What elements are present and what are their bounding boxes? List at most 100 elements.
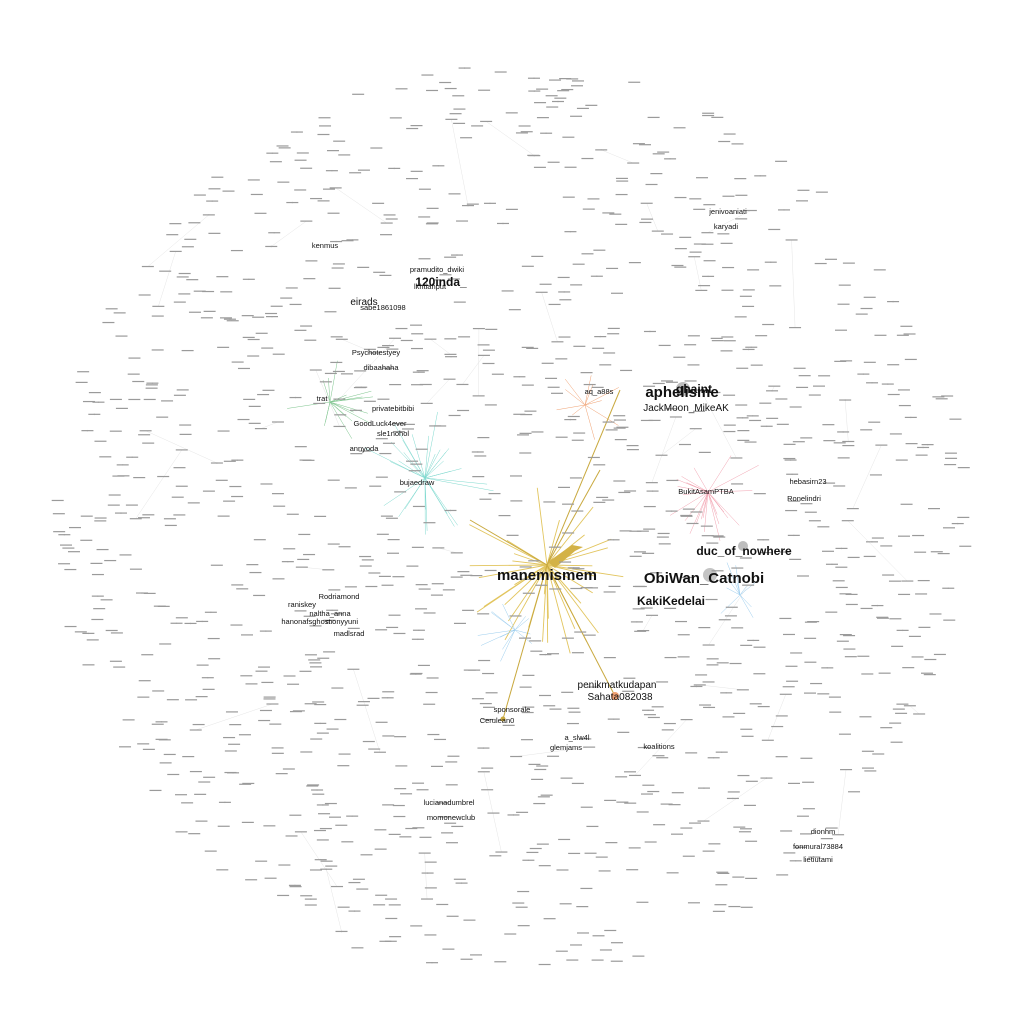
tiny-node-label — [711, 570, 724, 572]
tiny-node-label — [657, 532, 670, 535]
background-edge — [516, 746, 590, 757]
tiny-node-label — [868, 421, 881, 423]
tiny-node-label — [875, 444, 888, 446]
tiny-node-label — [352, 93, 365, 95]
tiny-node-label — [822, 424, 835, 426]
tiny-node-label — [783, 852, 796, 854]
background-edge — [135, 449, 182, 519]
tiny-node-label — [226, 320, 239, 322]
tiny-node-label — [941, 395, 954, 397]
tiny-node-label — [421, 872, 434, 874]
tiny-node-label — [640, 793, 653, 795]
tiny-node-label — [142, 748, 155, 750]
tiny-node-label — [104, 559, 117, 562]
tiny-node-label — [871, 537, 884, 539]
tiny-node-label — [265, 312, 278, 315]
tiny-node-label — [572, 263, 585, 265]
tiny-node-label — [385, 917, 398, 920]
tiny-node-label — [430, 765, 443, 768]
tiny-node-label — [695, 674, 708, 676]
tiny-node-label — [350, 453, 363, 455]
tiny-node-label — [335, 824, 348, 826]
tiny-node-label — [482, 362, 495, 365]
tiny-node-label — [629, 530, 642, 532]
tiny-node-label — [731, 627, 744, 629]
tiny-node-label — [837, 303, 850, 305]
label-kakikedelai: KakiKedelai — [637, 594, 705, 608]
tiny-node-label — [747, 269, 760, 271]
tiny-node-label — [628, 847, 641, 849]
cluster-edge — [707, 491, 718, 515]
tiny-node-label — [898, 593, 911, 596]
tiny-node-label — [502, 724, 515, 726]
tiny-node-label — [157, 475, 170, 478]
tiny-node-label — [196, 664, 209, 666]
tiny-node-label — [702, 112, 715, 114]
tiny-node-label — [283, 675, 296, 677]
tiny-node-label — [757, 539, 770, 541]
tiny-node-label — [207, 637, 220, 640]
tiny-node-label — [347, 627, 360, 629]
tiny-node-label — [595, 149, 608, 151]
tiny-node-label — [878, 672, 891, 674]
tiny-node-label — [593, 501, 606, 503]
tiny-node-label — [573, 432, 586, 434]
tiny-node-label — [835, 329, 848, 331]
tiny-node-label — [444, 256, 457, 258]
tiny-node-label — [466, 203, 479, 205]
tiny-node-label — [917, 579, 930, 582]
tiny-node-label — [327, 543, 340, 545]
label-jenivoaniati: jenivoaniati — [708, 207, 747, 216]
tiny-node-label — [545, 377, 558, 379]
tiny-node-label — [557, 276, 570, 279]
tiny-node-label — [173, 301, 186, 303]
tiny-node-label — [817, 526, 830, 528]
tiny-node-label — [880, 727, 893, 729]
tiny-node-label — [326, 150, 339, 152]
cluster-edge — [584, 375, 592, 406]
cluster-edge — [502, 629, 516, 650]
tiny-node-label — [644, 841, 657, 843]
tiny-node-label — [461, 204, 474, 207]
tiny-node-label — [489, 855, 502, 857]
tiny-node-label — [388, 167, 401, 169]
tiny-node-label — [839, 399, 852, 401]
tiny-node-label — [721, 289, 734, 291]
tiny-node-label — [582, 208, 595, 210]
tiny-node-label — [918, 626, 931, 628]
tiny-node-label — [745, 877, 758, 879]
tiny-node-label — [718, 619, 731, 621]
tiny-node-label — [587, 198, 600, 200]
tiny-node-label — [392, 804, 405, 807]
tiny-node-label — [249, 571, 262, 574]
tiny-node-label — [798, 375, 811, 377]
tiny-node-label — [446, 915, 459, 917]
tiny-node-label — [264, 877, 277, 879]
background-edge — [767, 694, 786, 741]
tiny-node-label — [198, 781, 211, 783]
tiny-node-label — [382, 804, 395, 806]
tiny-node-label — [564, 231, 577, 233]
tiny-node-label — [393, 815, 406, 818]
tiny-node-label — [653, 824, 666, 826]
tiny-node-label — [529, 640, 542, 642]
tiny-node-label — [373, 904, 386, 906]
tiny-node-label — [478, 659, 491, 662]
tiny-node-label — [223, 318, 236, 320]
tiny-node-label — [782, 686, 795, 688]
tiny-node-label — [363, 400, 376, 402]
tiny-node-label — [113, 666, 126, 668]
tiny-node-label — [377, 398, 390, 400]
tiny-node-label — [436, 802, 449, 804]
tiny-node-label — [855, 313, 868, 315]
tiny-node-label — [642, 709, 655, 711]
tiny-node-label — [481, 767, 494, 769]
tiny-node-label — [675, 620, 688, 623]
tiny-node-label — [243, 398, 256, 400]
tiny-node-label — [211, 176, 224, 178]
tiny-node-label — [615, 177, 628, 180]
tiny-node-label — [519, 452, 532, 454]
tiny-node-label — [450, 552, 463, 554]
tiny-node-label — [898, 404, 911, 407]
tiny-node-label — [658, 344, 671, 347]
